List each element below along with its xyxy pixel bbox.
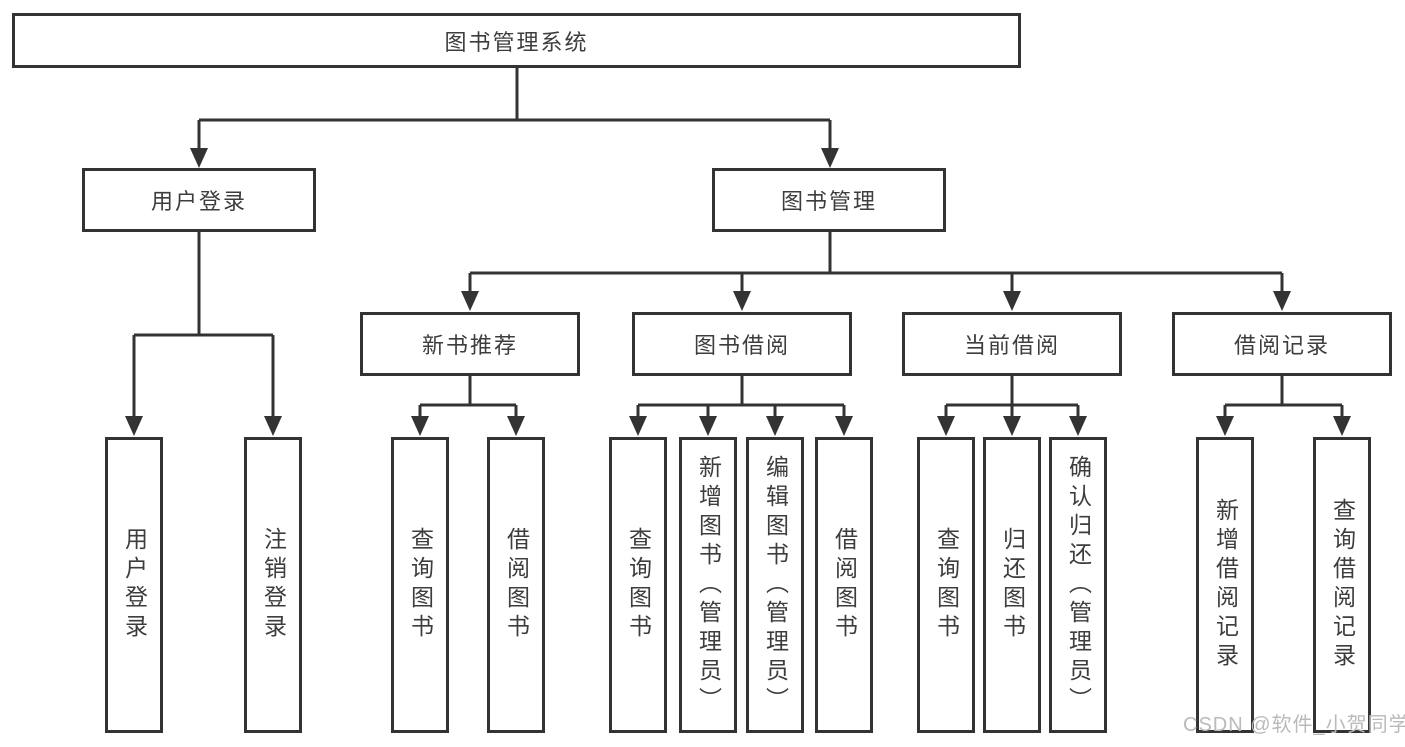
csdn-watermark: CSDN @软件_小贺同学 [1183, 714, 1405, 736]
arrowhead-icons [125, 148, 1351, 436]
leaf-add-borrow-record-label: 新增借阅记录 [1212, 498, 1239, 672]
leaf-query-borrow-record-label: 查询借阅记录 [1329, 498, 1356, 672]
node-book-management: 图书管理 [712, 168, 946, 232]
leaf-add-book-admin-label: 新增图书（管理员） [695, 454, 722, 716]
leaf-borrow-books-borrowing-label: 借阅图书 [831, 527, 858, 643]
node-book-borrowing: 图书借阅 [632, 312, 852, 376]
leaf-edit-book-admin: 编辑图书（管理员） [746, 437, 804, 733]
node-borrowing-records: 借阅记录 [1172, 312, 1392, 376]
leaf-confirm-return-admin: 确认归还（管理员） [1049, 437, 1107, 733]
leaf-query-books-recommend: 查询图书 [391, 437, 449, 733]
leaf-query-books-current-label: 查询图书 [933, 527, 960, 643]
leaf-return-book-label: 归还图书 [999, 527, 1026, 643]
leaf-edit-book-admin-label: 编辑图书（管理员） [762, 454, 789, 716]
leaf-query-books-borrowing-label: 查询图书 [625, 527, 652, 643]
leaf-return-book: 归还图书 [983, 437, 1041, 733]
node-library-management-system: 图书管理系统 [12, 13, 1021, 68]
leaf-borrow-books-recommend-label: 借阅图书 [503, 527, 530, 643]
node-new-book-recommendation: 新书推荐 [360, 312, 580, 376]
node-current-borrowing: 当前借阅 [902, 312, 1122, 376]
leaf-user-login-label: 用户登录 [121, 527, 148, 643]
leaf-user-login: 用户登录 [105, 437, 163, 733]
leaf-query-borrow-record: 查询借阅记录 [1313, 437, 1371, 733]
leaf-confirm-return-admin-label: 确认归还（管理员） [1065, 454, 1092, 716]
leaf-logout-label: 注销登录 [260, 527, 287, 643]
node-user-login: 用户登录 [82, 168, 316, 232]
leaf-add-book-admin: 新增图书（管理员） [679, 437, 737, 733]
leaf-query-books-borrowing: 查询图书 [609, 437, 667, 733]
leaf-logout: 注销登录 [244, 437, 302, 733]
leaf-add-borrow-record: 新增借阅记录 [1196, 437, 1254, 733]
leaf-borrow-books-borrowing: 借阅图书 [815, 437, 873, 733]
leaf-query-books-current: 查询图书 [917, 437, 975, 733]
leaf-query-books-recommend-label: 查询图书 [407, 527, 434, 643]
leaf-borrow-books-recommend: 借阅图书 [487, 437, 545, 733]
